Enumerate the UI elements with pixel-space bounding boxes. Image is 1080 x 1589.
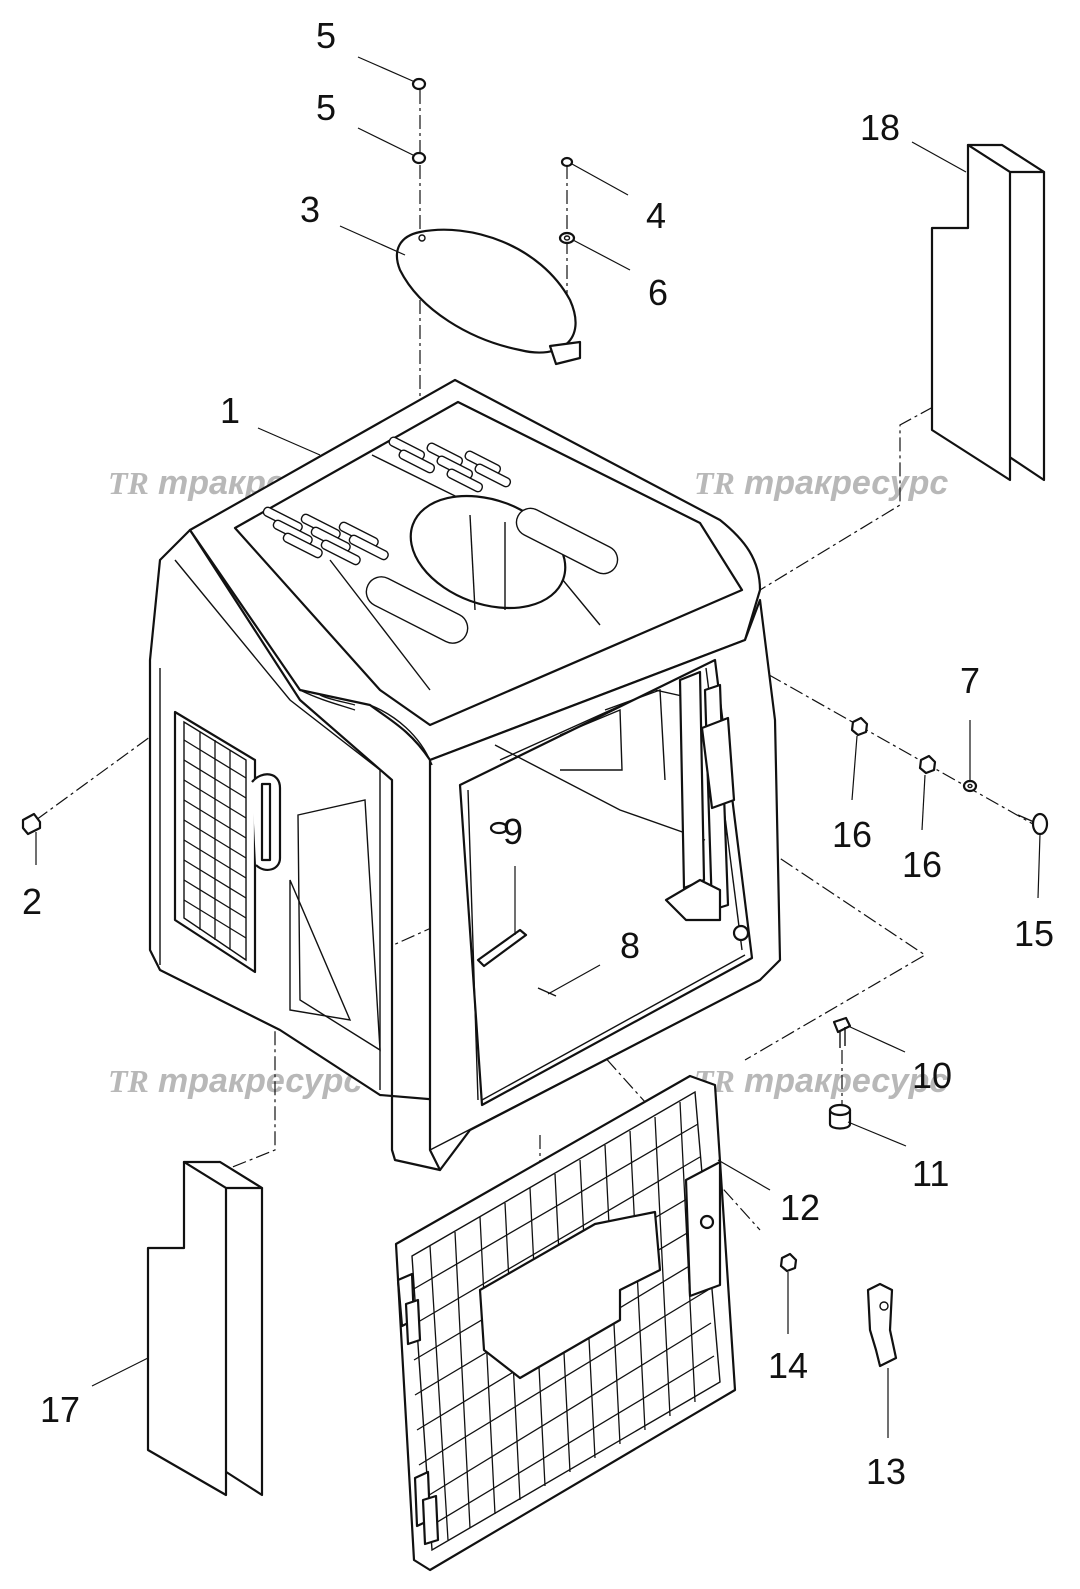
svg-text:TR: TR [108,1063,149,1099]
callout-14: 14 [768,1345,808,1386]
side-handle [251,773,282,871]
foam-panel-17 [146,1160,264,1497]
svg-text:TR: TR [108,465,149,501]
nut-16-b [918,754,937,775]
callout-7: 7 [960,660,980,701]
pin-8 [537,987,557,997]
callout-8: 8 [620,925,640,966]
callout-18: 18 [860,107,900,148]
svg-text:тракресурс: тракресурс [744,1062,948,1100]
callout-12: 12 [780,1187,820,1228]
foam-panel-18 [930,143,1046,482]
roof-vents-left [262,506,389,566]
latch-13 [866,1282,898,1368]
oval-cover-3 [395,228,582,366]
svg-text:TR: TR [694,465,735,501]
knob-bolt-15 [1017,812,1049,836]
callout-5-top: 5 [316,15,336,56]
callout-4: 4 [646,195,666,236]
callout-labels: 5 5 3 4 6 18 1 2 7 16 16 15 9 8 10 11 12… [22,15,1054,1492]
callout-10: 10 [912,1055,952,1096]
door-grille-12 [394,1074,737,1572]
callout-3: 3 [300,189,320,230]
callout-9: 9 [503,811,523,852]
callout-11: 11 [912,1153,949,1194]
side-grille [173,710,257,974]
svg-text:тракресурс: тракресурс [744,464,948,502]
callout-16-a: 16 [832,814,872,855]
watermark-bottom-right: TR тракресурс [694,1062,948,1100]
nut-4 [560,156,574,168]
roof-vents-right [388,436,512,493]
nut-5-lower [411,151,427,165]
housing-1 [148,378,782,1172]
bolt-10 [832,1016,852,1048]
watermark-top-right: TR тракресурс [694,464,948,502]
washer-7 [962,779,978,793]
washer-6 [558,231,576,245]
callout-2: 2 [22,881,42,922]
spacer-11 [828,1103,852,1130]
callout-15: 15 [1014,913,1054,954]
clip-9 [476,928,528,968]
svg-text:тракресурс: тракресурс [158,1062,362,1100]
watermark-bottom-left: TR тракресурс [108,1062,362,1100]
bolt-2 [21,812,42,836]
callout-13: 13 [866,1451,906,1492]
callout-17: 17 [40,1389,80,1430]
leader-lines [35,56,1041,1438]
nut-5-top [411,77,427,91]
callout-6: 6 [648,272,668,313]
nut-14 [779,1252,798,1273]
callout-16-b: 16 [902,844,942,885]
callout-1: 1 [220,390,240,431]
callout-5-lower: 5 [316,87,336,128]
nut-16-a [850,716,869,737]
